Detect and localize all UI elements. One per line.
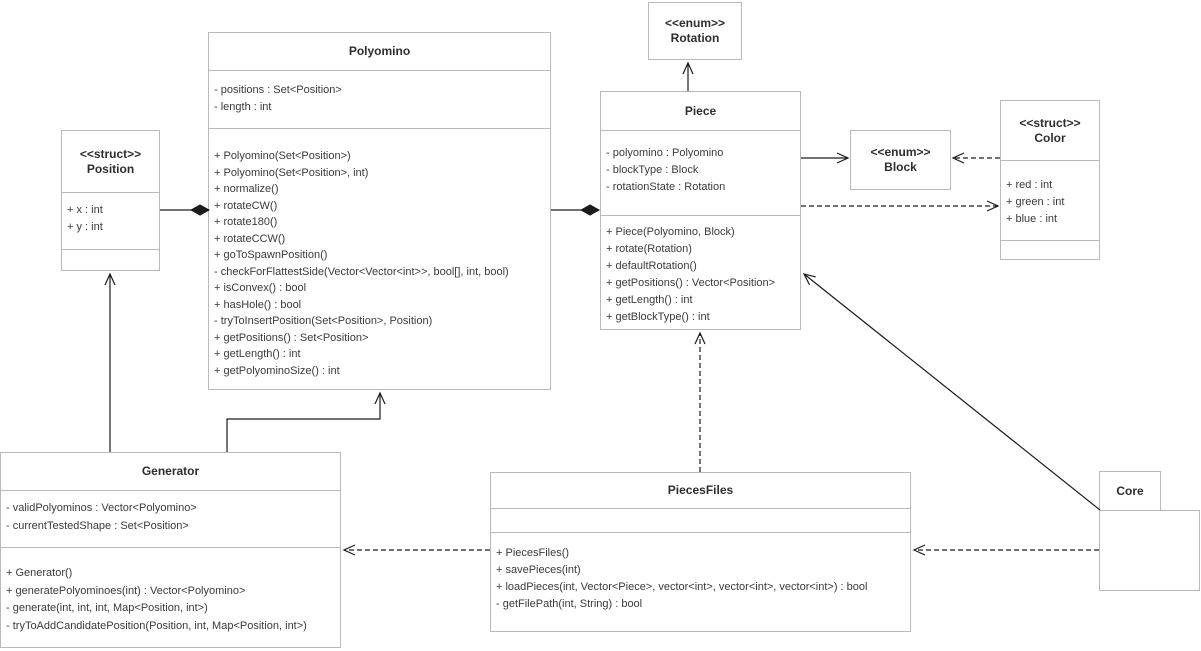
- attributes-compartment-color: + red : int + green : int + blue : int: [1001, 161, 1099, 241]
- link-generator-polyomino-association: [226, 391, 386, 452]
- member-text: + getLength() : int: [606, 294, 693, 306]
- member-text: - length : int: [214, 100, 272, 113]
- member-text: + PiecesFiles(): [496, 547, 570, 559]
- attributes-compartment-position: + x : int + y : int: [62, 193, 159, 250]
- methods-compartment-polyomino: + Polyomino(Set<Position>) + Polyomino(Se…: [209, 129, 550, 389]
- member-text: + goToSpawnPosition(): [214, 249, 328, 261]
- class-title-position: <<struct>> Position: [62, 131, 159, 193]
- member-text: + Polyomino(Set<Position>, int): [214, 166, 369, 179]
- class-name: PiecesFiles: [667, 483, 734, 497]
- class-title-core: Core: [1100, 472, 1160, 510]
- member-text: + isConvex() : bool: [214, 282, 307, 294]
- member-text: - getFilePath(int, String) : bool: [496, 598, 643, 610]
- attributes-compartment-generator: - validPolyominos : Vector<Polyomino> - c…: [1, 491, 340, 548]
- class-name: Core: [1116, 483, 1144, 498]
- member-text: + getPolyominoSize() : int: [214, 364, 340, 377]
- attributes-compartment-piecesfiles: [491, 509, 910, 533]
- methods-compartment-piecesfiles: + PiecesFiles() + savePieces(int) + loadPi…: [491, 533, 910, 631]
- class-title-color: <<struct>> Color: [1001, 101, 1099, 161]
- class-name: Generator: [141, 464, 200, 478]
- class-polyomino[interactable]: Polyomino - positions : Set<Position> - l…: [208, 32, 551, 390]
- member-text: - generate(int, int, int, Map<Position, …: [6, 602, 208, 614]
- member-text: + Piece(Polyomino, Block): [606, 226, 735, 238]
- class-name: Block: [884, 160, 917, 174]
- member-text: + hasHole() : bool: [214, 298, 302, 311]
- class-name: Position: [86, 161, 135, 176]
- attributes-compartment-piece: - polyomino : Polyomino - blockType : Blo…: [601, 131, 800, 216]
- class-rotation[interactable]: <<enum>> Rotation: [648, 2, 742, 60]
- member-text: + defaultRotation(): [606, 260, 697, 272]
- class-color[interactable]: <<struct>> Color + red : int + green : in…: [1000, 100, 1100, 260]
- member-text: - currentTestedShape : Set<Position>: [6, 519, 189, 532]
- attributes-compartment-polyomino: - positions : Set<Position> - length : in…: [209, 71, 550, 129]
- class-piecesfiles[interactable]: PiecesFiles + PiecesFiles() + savePieces(…: [490, 472, 911, 632]
- member-text: - blockType : Block: [606, 164, 699, 176]
- methods-compartment-color: [1001, 241, 1099, 259]
- methods-compartment-generator: + Generator() + generatePolyominoes(int) …: [1, 548, 340, 647]
- member-text: + normalize(): [214, 183, 279, 195]
- member-text: - positions : Set<Position>: [214, 84, 342, 96]
- member-text: + blue : int: [1006, 213, 1058, 225]
- class-stereotype: <<struct>>: [79, 146, 142, 161]
- class-title-polyomino: Polyomino: [209, 33, 550, 71]
- member-text: + green : int: [1006, 196, 1065, 208]
- member-text: + rotateCCW(): [214, 232, 286, 245]
- member-text: + getPositions() : Set<Position>: [214, 331, 369, 344]
- member-text: + getBlockType() : int: [606, 311, 710, 323]
- methods-compartment-position: [62, 250, 159, 270]
- class-name: Rotation: [670, 31, 720, 45]
- class-core-body[interactable]: [1099, 510, 1200, 591]
- class-name: Color: [1034, 130, 1066, 145]
- member-text: + Polyomino(Set<Position>): [214, 150, 351, 162]
- class-title-piecesfiles: PiecesFiles: [491, 473, 910, 509]
- member-text: + rotate(Rotation): [606, 243, 692, 255]
- class-position[interactable]: <<struct>> Position + x : int + y : int: [61, 130, 160, 271]
- member-text: + y : int: [67, 221, 103, 233]
- class-stereotype: <<enum>>: [870, 145, 931, 159]
- member-text: + x : int: [67, 204, 103, 216]
- class-title-piece: Piece: [601, 92, 800, 131]
- member-text: + rotateCW(): [214, 199, 278, 212]
- class-stereotype: <<struct>>: [1019, 115, 1081, 130]
- methods-compartment-piece: + Piece(Polyomino, Block) + rotate(Rotati…: [601, 216, 800, 329]
- class-piece[interactable]: Piece - polyomino : Polyomino - blockType…: [600, 91, 801, 330]
- member-text: + generatePolyominoes(int) : Vector<Poly…: [6, 584, 246, 597]
- class-generator[interactable]: Generator - validPolyominos : Vector<Pol…: [0, 452, 341, 648]
- class-core-name-box[interactable]: Core: [1099, 471, 1161, 511]
- class-block[interactable]: <<enum>> Block: [850, 130, 951, 190]
- class-title-generator: Generator: [1, 453, 340, 491]
- member-text: + rotate180(): [214, 216, 278, 228]
- member-text: - tryToAddCandidatePosition(Position, in…: [6, 619, 307, 632]
- member-text: - tryToInsertPosition(Set<Position>, Pos…: [214, 315, 433, 327]
- member-text: - polyomino : Polyomino: [606, 147, 724, 159]
- member-text: + loadPieces(int, Vector<Piece>, vector<…: [496, 581, 868, 593]
- class-name: Polyomino: [348, 44, 411, 58]
- class-title-block: <<enum>> Block: [851, 131, 950, 189]
- member-text: - checkForFlattestSide(Vector<Vector<int…: [214, 265, 509, 278]
- member-text: + red : int: [1006, 179, 1053, 191]
- member-text: - rotationState : Rotation: [606, 181, 726, 193]
- class-name: Piece: [684, 103, 717, 118]
- class-stereotype: <<enum>>: [664, 16, 726, 30]
- member-text: + getLength() : int: [214, 348, 301, 360]
- member-text: + savePieces(int): [496, 564, 581, 576]
- class-title-rotation: <<enum>> Rotation: [649, 3, 741, 59]
- member-text: + Generator(): [6, 567, 73, 579]
- member-text: + getPositions() : Vector<Position>: [606, 277, 776, 289]
- member-text: - validPolyominos : Vector<Polyomino>: [6, 502, 197, 514]
